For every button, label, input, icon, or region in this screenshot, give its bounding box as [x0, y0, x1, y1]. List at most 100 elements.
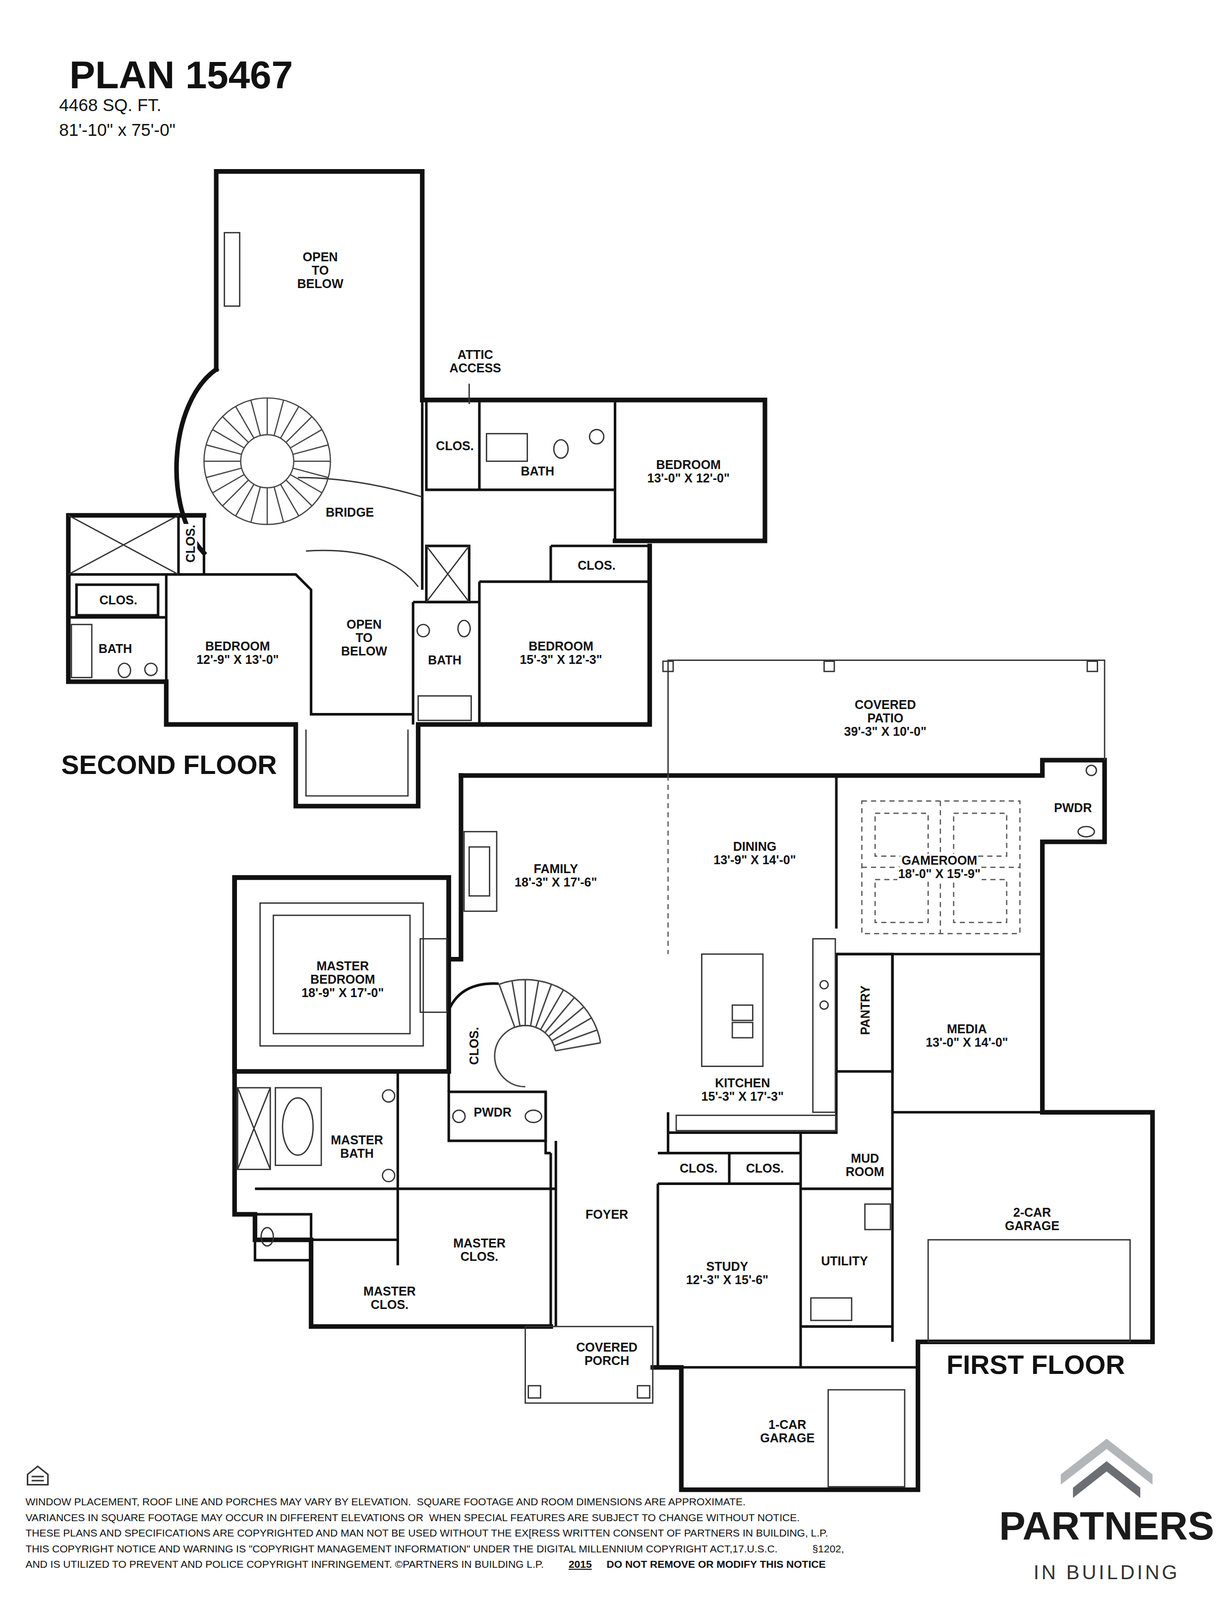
fixture: [828, 1389, 905, 1487]
room-label: 1-CAR GARAGE: [731, 1406, 844, 1457]
spiral-stair: [286, 479, 312, 506]
fixture: [224, 232, 240, 306]
room-name: BEDROOM: [527, 639, 595, 653]
spiral-stair: [235, 406, 254, 439]
room-name: STUDY: [704, 1259, 750, 1274]
room-name: UTILITY: [819, 1254, 869, 1268]
spiral-stair: [274, 486, 284, 523]
callout-label: ATTIC ACCESS: [447, 348, 503, 375]
fixture: [275, 1087, 322, 1166]
fixture: [528, 1385, 541, 1399]
room-name: CLOS.: [745, 1161, 785, 1175]
notes-row: THESE PLANS AND SPECIFICATIONS ARE COPYR…: [25, 1526, 844, 1543]
room-label: UTILITY: [808, 1247, 880, 1275]
room-label: DINING13'-9" X 14'-0": [683, 821, 826, 885]
fixture: [668, 660, 1106, 776]
room-label: FOYER: [566, 1200, 648, 1228]
fixture: [420, 938, 447, 1012]
interior-wall: [420, 400, 424, 590]
room-label: MUD ROOM: [834, 1142, 896, 1188]
room-label: BEDROOM15'-3" X 12'-3": [484, 621, 638, 685]
room-name: BRIDGE: [324, 505, 375, 520]
floor-label: FIRST FLOOR: [946, 1349, 1125, 1380]
fixture: [732, 1004, 753, 1021]
exterior-wall: [68, 171, 1153, 1490]
room-name: CLOS.: [98, 593, 138, 607]
fixture: [68, 515, 470, 602]
ceiling-pattern: [668, 775, 1021, 954]
room-label: CLOS.: [466, 1023, 483, 1069]
room-label: CLOS.: [182, 521, 199, 567]
fixture: [464, 831, 497, 912]
room-name: MUD ROOM: [844, 1151, 886, 1179]
fixture: [118, 663, 131, 678]
spiral-stair: [266, 487, 268, 525]
notes-row: AND IS UTILIZED TO PREVENT AND POLICE CO…: [25, 1558, 844, 1575]
fixture: [382, 1089, 395, 1103]
curved-stair: [512, 980, 521, 1026]
room-name: OPEN TO BELOW: [339, 617, 389, 658]
fixture: [525, 1326, 653, 1403]
exterior-wall: [234, 877, 449, 1072]
copyright-note: §1202,: [812, 1542, 844, 1555]
spiral-stair: [203, 398, 331, 525]
ceiling-pattern: [861, 801, 1020, 935]
room-label: BATH: [504, 459, 571, 484]
interior-wall: [76, 584, 159, 616]
fixture: [261, 1227, 274, 1246]
fixture: [144, 663, 158, 676]
fixture: [305, 729, 409, 796]
interior-wall: [448, 1091, 546, 1141]
interior-wall: [412, 601, 480, 725]
interior-wall: [254, 1214, 311, 1261]
exterior-wall: [461, 760, 1153, 1490]
notes-row: VARIANCES IN SQUARE FOOTAGE MAY OCCUR IN…: [25, 1511, 844, 1528]
spiral-stair: [280, 484, 299, 517]
room-name: CLOS.: [183, 524, 198, 564]
room-label: CLOS.: [552, 550, 641, 580]
room-name: GAMEROOM: [900, 853, 979, 868]
interior-wall: [479, 545, 650, 725]
room-label: BEDROOM12'-9" X 13'-0": [168, 621, 307, 685]
fixture: [237, 1087, 271, 1170]
room-label: MASTER BEDROOM18'-9" X 17'-0": [266, 933, 420, 1026]
curved-stair: [551, 1017, 592, 1041]
fixture: [282, 1097, 314, 1155]
fixture: [553, 439, 569, 459]
curved-stair: [524, 979, 527, 1026]
spiral-stair: [212, 429, 245, 448]
overall-dimensions: 81'-10" x 75'-0": [58, 120, 176, 140]
spiral-stair: [222, 479, 249, 506]
logo-mark: [1072, 1461, 1141, 1498]
interior-wall: [836, 953, 893, 1072]
spiral-stair: [235, 484, 254, 517]
fixture: [637, 1385, 650, 1399]
ceiling-pattern: [861, 801, 1020, 935]
fixture: [260, 902, 424, 1046]
spiral-stair: [266, 398, 268, 435]
curved-stair: [530, 980, 539, 1026]
notes-block: WINDOW PLACEMENT, ROOF LINE AND PORCHES …: [25, 1495, 844, 1575]
room-label: CLOS.: [733, 1157, 797, 1180]
interior-wall: [668, 775, 1043, 1342]
curved-stair: [555, 1042, 601, 1051]
room-name: COVERED PORCH: [574, 1340, 640, 1368]
room-name: PWDR: [472, 1105, 513, 1119]
room-name: CLOS.: [434, 439, 475, 453]
room-dimensions: 13'-9" X 14'-0": [712, 853, 797, 867]
interior-wall: [448, 983, 499, 1092]
room-label: STUDY12'-3" X 15'-6": [660, 1242, 794, 1304]
room-name: FOYER: [584, 1207, 630, 1222]
room-label: FAMILY18'-3" X 17'-6": [479, 843, 633, 908]
spiral-stair: [222, 416, 249, 443]
spiral-stair: [293, 460, 331, 462]
room-label: BATH: [92, 637, 138, 660]
room-name: BATH: [97, 642, 134, 656]
room-label: COVERED PORCH: [561, 1330, 653, 1378]
copyright-note: THESE PLANS AND SPECIFICATIONS ARE COPYR…: [25, 1526, 828, 1539]
fixture: [417, 696, 471, 721]
ceiling-pattern: [875, 879, 929, 923]
room-name: DINING: [732, 839, 778, 854]
room-name: 1-CAR GARAGE: [758, 1417, 817, 1445]
fixture: [589, 429, 604, 444]
